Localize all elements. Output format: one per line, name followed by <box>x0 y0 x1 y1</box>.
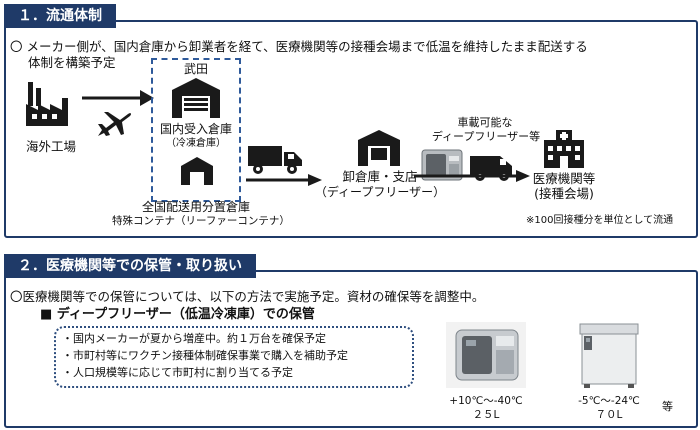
freezer2-temp: -5℃～-24℃ <box>578 395 640 407</box>
section2-title: ２．医療機関等での保管・取り扱い <box>4 254 256 278</box>
medical-institution-sub: (接種会場) <box>534 186 594 201</box>
section1-lead-line1: 〇 メーカー側が、国内倉庫から卸業者を経て、医療機関等の接種会場まで低温を維持し… <box>10 39 588 54</box>
portable-freezer-image <box>421 149 463 181</box>
mobile-freezer-sub: ディープフリーザー等 <box>431 130 541 143</box>
import-warehouse-label: 国内受入倉庫 <box>159 122 232 136</box>
arrow-right-icon <box>82 90 154 106</box>
wholesale-sub: （ディープフリーザー） <box>314 185 446 199</box>
arrow-right-icon <box>246 174 322 186</box>
mobile-freezer-label: 車載可能な <box>457 116 513 129</box>
takeda-group-box <box>151 58 241 202</box>
freezer1-temp: +10℃～-40℃ <box>449 395 523 407</box>
warehouse-icon <box>358 130 400 166</box>
freezer2-volume: ７０L <box>595 409 623 421</box>
freezer-bullets-box <box>54 326 414 388</box>
hospital-icon <box>544 130 584 168</box>
wholesale-label: 卸倉庫・支店 <box>342 169 418 184</box>
truck-icon <box>248 146 302 174</box>
etc-label: 等 <box>662 400 673 413</box>
warehouse-icon <box>172 78 220 118</box>
section2-subheading: ■ ディープフリーザー（低温冷凍庫）での保管 <box>40 307 315 322</box>
portable-deep-freezer-image <box>446 322 526 388</box>
distribution-warehouse-label: 全国配送用分置倉庫 <box>141 200 250 214</box>
bullet-item: ・市町村等にワクチン接種体制確保事業で購入を補助予定 <box>62 349 348 362</box>
chest-freezer-image <box>579 323 639 388</box>
warehouse-small-icon <box>181 157 213 185</box>
bullet-item: ・人口規模等に応じて市町村に割り当てる予定 <box>62 366 293 379</box>
freezer1-volume: ２５L <box>472 409 500 421</box>
airplane-icon <box>98 112 132 136</box>
arrow-right-icon <box>414 170 530 182</box>
section1-lead-line2: 体制を構築予定 <box>28 55 116 70</box>
section1-title: １．流通体制 <box>4 4 116 28</box>
distribution-note: ※100回接種分を単位として流通 <box>526 215 674 226</box>
medical-institution-label: 医療機関等 <box>532 171 596 186</box>
import-warehouse-sub: （冷凍倉庫） <box>166 138 226 149</box>
factory-icon <box>26 82 68 126</box>
container-label: 特殊コンテナ（リーファーコンテナ） <box>112 215 290 227</box>
overseas-factory-label: 海外工場 <box>26 139 77 154</box>
bullet-item: ・国内メーカーが夏から増産中。約１万台を確保予定 <box>62 332 326 345</box>
takeda-label: 武田 <box>183 62 208 76</box>
section2-lead: 〇医療機関等での保管については、以下の方法で実施予定。資材の確保等を調整中。 <box>10 289 485 304</box>
